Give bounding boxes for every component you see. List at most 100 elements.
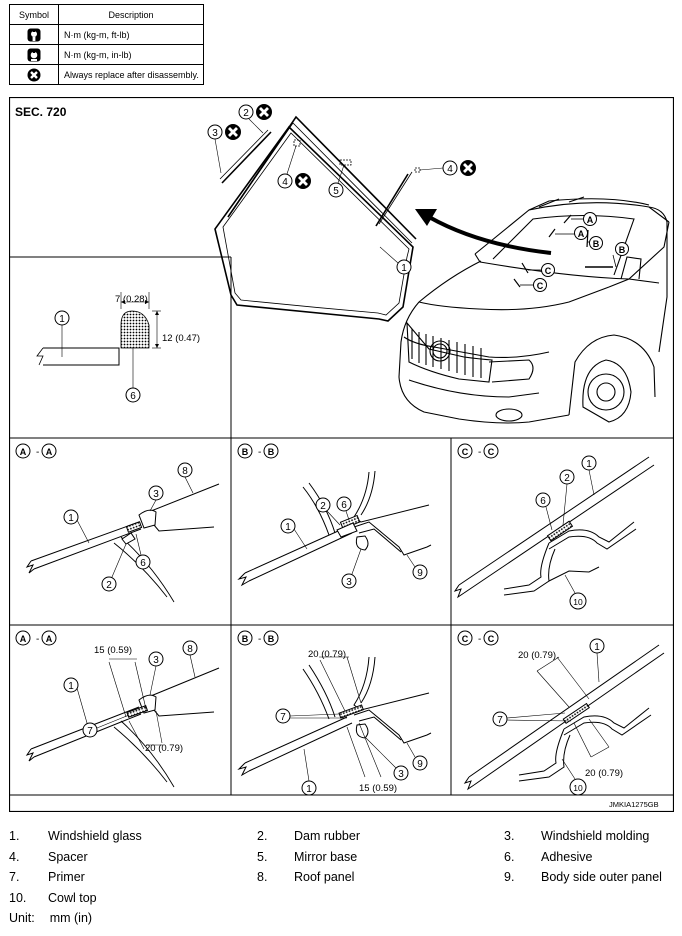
svg-text:B: B [268, 447, 275, 457]
section-label: SEC. 720 [15, 105, 67, 119]
torque-wrench-icon [27, 28, 41, 41]
svg-text:B: B [242, 447, 249, 457]
section-marker-a-lower: A [548, 226, 588, 240]
panel-header-c-c-bottom: C - C [457, 630, 499, 646]
dimension-label: 20 (0.79) [585, 768, 623, 779]
svg-text:A: A [20, 634, 27, 644]
svg-text:1: 1 [59, 314, 65, 325]
svg-text:6: 6 [130, 391, 136, 402]
svg-text:9: 9 [417, 568, 423, 579]
image-code: JMKIA1275GB [609, 800, 659, 809]
legend-header-symbol: Symbol [9, 4, 59, 25]
section-marker-b-upper: B [586, 229, 603, 250]
svg-text:C: C [537, 281, 544, 291]
replace-icon [27, 68, 41, 81]
part-callout-4-left: 4 [277, 145, 312, 190]
dimension-label: 15 (0.59) [94, 645, 132, 656]
svg-text:A: A [46, 447, 53, 457]
svg-text:5: 5 [333, 186, 339, 197]
svg-text:B: B [593, 239, 600, 249]
section-a-a-view [25, 483, 220, 603]
part-callout-4-right: 4 [419, 159, 477, 177]
part-callout-5: 5 [328, 164, 345, 198]
svg-text:B: B [268, 634, 275, 644]
svg-text:10: 10 [573, 783, 583, 793]
svg-text:1: 1 [68, 681, 74, 692]
svg-text:C: C [488, 634, 495, 644]
unit-value: mm (in) [49, 911, 93, 925]
part-callout: 1 3 8 6 2 [63, 462, 194, 592]
svg-text:9: 9 [417, 759, 423, 770]
part-callout: 1 2 6 10 [535, 455, 597, 610]
section-b-b-dimension-view [237, 656, 432, 778]
legend-description: N·m (kg-m, in-lb) [58, 44, 204, 65]
legend-row: N·m (kg-m, in-lb) [9, 44, 204, 65]
part-callout-2: 2 [238, 103, 273, 134]
part-callout: 7 1 3 9 [275, 708, 428, 796]
part-callout: 1 3 8 7 [63, 640, 198, 738]
svg-text:6: 6 [341, 500, 347, 511]
part-callout-3: 3 [207, 123, 242, 174]
legend-description: N·m (kg-m, ft-lb) [58, 24, 204, 45]
svg-text:8: 8 [187, 644, 193, 655]
svg-text:3: 3 [153, 489, 159, 500]
svg-text:2: 2 [320, 501, 326, 512]
part-callout: 1 2 6 3 9 [280, 496, 428, 589]
install-direction-arrow [428, 215, 552, 255]
section-marker-b-lower: B [585, 242, 629, 268]
replace-icon [459, 159, 477, 177]
legend-header-description: Description [58, 4, 204, 25]
vehicle-illustration [398, 196, 670, 424]
unit-label: Unit: [9, 911, 35, 925]
svg-text:1: 1 [68, 513, 74, 524]
section-b-b-view [237, 470, 432, 587]
svg-text:A: A [46, 634, 53, 644]
panel-header-a-a-top: A - A [15, 443, 57, 459]
svg-text:C: C [488, 447, 495, 457]
svg-text:3: 3 [212, 128, 218, 139]
dimension-label: 20 (0.79) [518, 650, 556, 661]
svg-text:1: 1 [306, 784, 312, 795]
dimension-label: 7 (0.28) [115, 294, 148, 305]
legend-row: N·m (kg-m, ft-lb) [9, 24, 204, 45]
legend-description: Always replace after disassembly. [58, 64, 204, 85]
svg-text:B: B [242, 634, 249, 644]
svg-text:7: 7 [497, 715, 503, 726]
svg-text:1: 1 [401, 263, 407, 274]
symbol-legend-table: Symbol Description N·m (kg-m, ft-lb) N·m… [9, 4, 204, 85]
part-callout: 1 7 10 [492, 638, 605, 796]
svg-text:C: C [462, 447, 469, 457]
windshield-installation-diagram: SEC. 720 2 3 4 5 4 [9, 97, 674, 812]
svg-text:-: - [258, 634, 261, 645]
svg-text:A: A [20, 447, 27, 457]
svg-text:1: 1 [586, 459, 592, 470]
svg-text:-: - [36, 634, 39, 645]
svg-text:2: 2 [243, 108, 249, 119]
svg-text:C: C [462, 634, 469, 644]
svg-text:7: 7 [87, 726, 93, 737]
svg-text:1: 1 [285, 522, 291, 533]
svg-text:C: C [545, 266, 552, 276]
svg-text:2: 2 [564, 473, 570, 484]
adhesive-bead-detail: 7 (0.28) 12 (0.47) 1 6 [36, 292, 200, 403]
section-marker-a-upper: A [563, 212, 597, 226]
svg-text:B: B [619, 245, 626, 255]
svg-text:-: - [36, 447, 39, 458]
section-marker-c-upper: C [521, 262, 555, 277]
svg-text:-: - [258, 447, 261, 458]
panel-header-c-c-top: C - C [457, 443, 499, 459]
section-marker-c-lower: C [513, 278, 547, 292]
svg-text:A: A [587, 215, 594, 225]
legend-row: Always replace after disassembly. [9, 64, 204, 85]
svg-text:6: 6 [140, 558, 146, 569]
svg-text:3: 3 [346, 577, 352, 588]
svg-text:6: 6 [540, 496, 546, 507]
replace-icon [224, 123, 242, 141]
dimension-label: 12 (0.47) [162, 333, 200, 344]
svg-text:3: 3 [153, 655, 159, 666]
dimension-label: 20 (0.79) [145, 743, 183, 754]
windshield-exploded-view [214, 115, 421, 322]
svg-text:2: 2 [106, 580, 112, 591]
svg-text:A: A [578, 229, 585, 239]
dimension-label: 20 (0.79) [308, 649, 346, 660]
